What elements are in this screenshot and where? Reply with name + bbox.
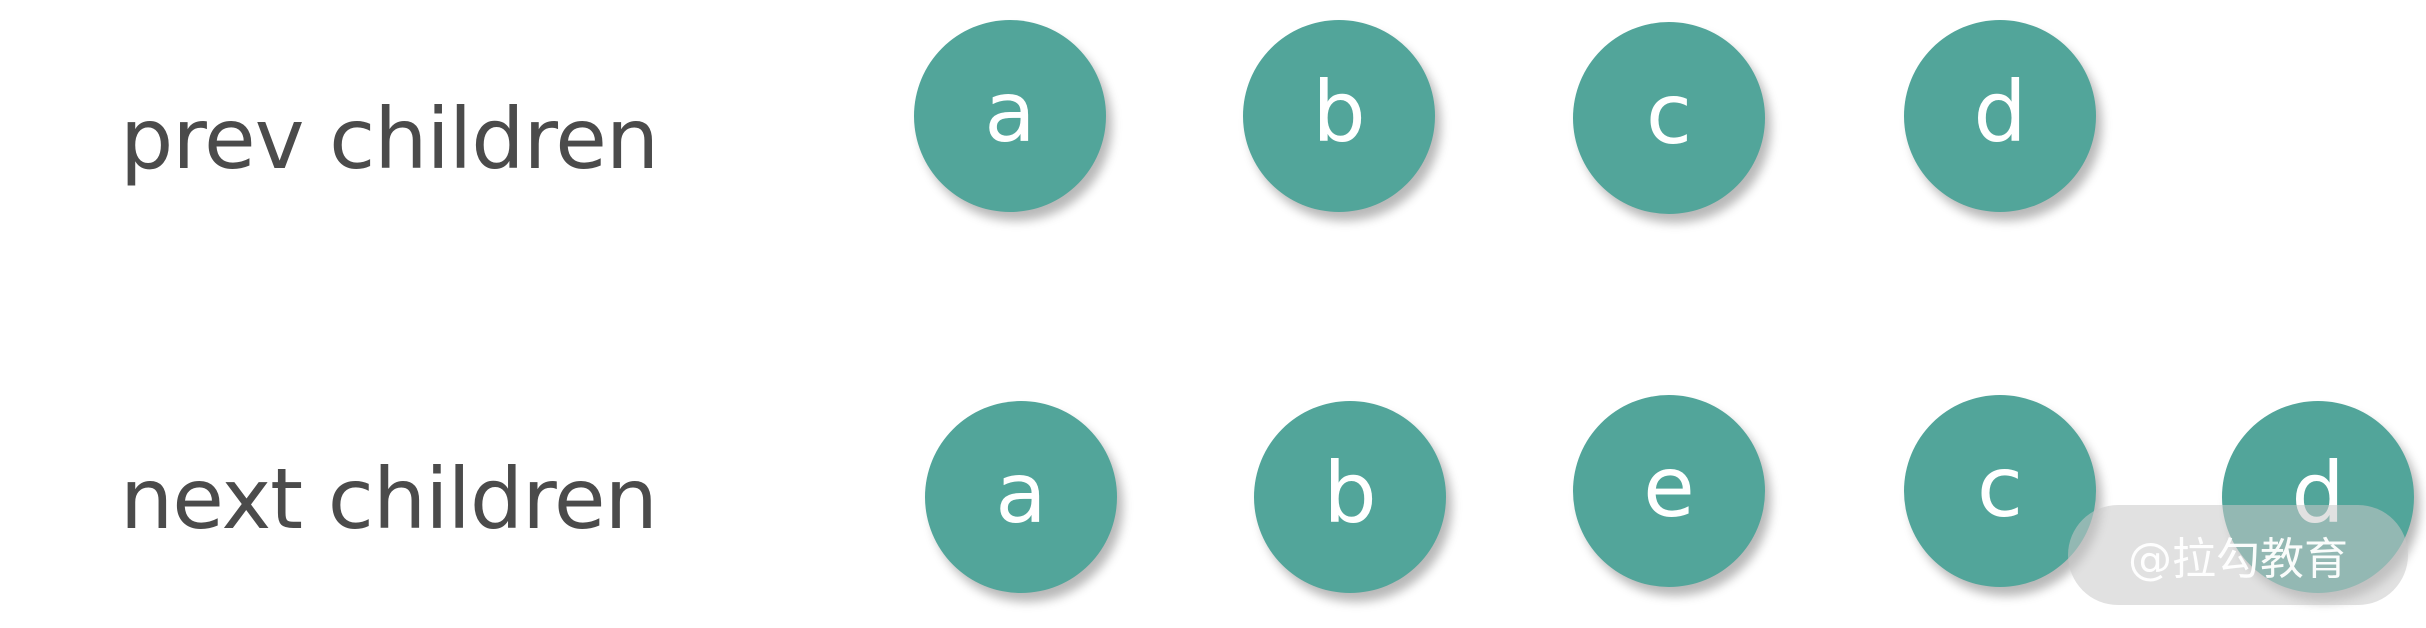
next-node-a: a: [925, 401, 1117, 593]
node-label: c: [1976, 438, 2024, 536]
next-children-label: next children: [120, 450, 658, 548]
prev-node-d: d: [1904, 20, 2096, 212]
watermark: @拉勾教育: [2068, 505, 2408, 605]
next-node-c: c: [1904, 395, 2096, 587]
prev-children-label: prev children: [120, 90, 659, 188]
prev-node-c: c: [1573, 22, 1765, 214]
node-label: b: [1323, 444, 1377, 542]
node-label: e: [1643, 438, 1695, 536]
prev-node-b: b: [1243, 20, 1435, 212]
node-label: d: [1973, 63, 2027, 161]
node-label: c: [1645, 65, 1693, 163]
node-label: a: [995, 444, 1047, 542]
next-node-e: e: [1573, 395, 1765, 587]
prev-node-a: a: [914, 20, 1106, 212]
node-label: b: [1312, 63, 1366, 161]
next-node-b: b: [1254, 401, 1446, 593]
node-label: a: [984, 63, 1036, 161]
